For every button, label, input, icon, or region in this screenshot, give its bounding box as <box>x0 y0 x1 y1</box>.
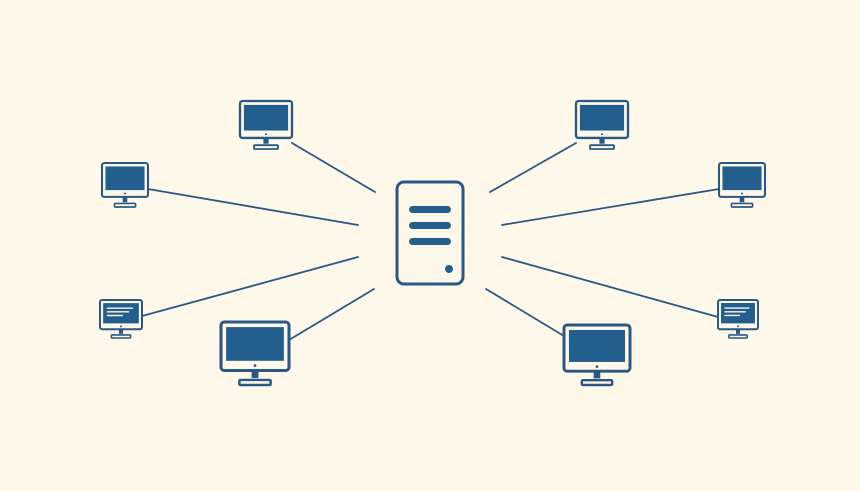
monitor-neck <box>122 196 128 203</box>
monitor-icon-top-right <box>574 99 630 150</box>
server-bay <box>409 222 451 229</box>
client-monitors <box>99 99 767 387</box>
connection-line-bottom-left <box>288 288 375 341</box>
monitor-neck <box>251 370 259 379</box>
monitor-base <box>580 379 614 387</box>
power-dot <box>600 133 604 136</box>
power-dot <box>124 192 126 195</box>
monitor-base <box>110 334 132 339</box>
connection-line-top-right <box>489 142 577 193</box>
server-body <box>395 180 465 286</box>
monitor-base <box>238 378 272 387</box>
monitor-icon-upper-left <box>100 161 150 208</box>
connection-line-upper-right <box>501 188 720 226</box>
power-dot <box>264 133 268 136</box>
monitor-icon-bottom-right <box>562 323 632 387</box>
monitor-icon-lower-left <box>99 299 143 339</box>
monitor-neck <box>263 137 269 144</box>
monitor-base <box>727 334 748 339</box>
power-dot <box>741 192 743 195</box>
monitor-screen <box>721 303 755 324</box>
connection-line-upper-left <box>147 188 359 226</box>
monitor-screen <box>579 104 625 131</box>
monitor-icon-lower-right <box>717 299 759 339</box>
monitor-neck <box>593 371 601 379</box>
monitor-base <box>113 202 137 208</box>
monitor-screen <box>105 166 145 191</box>
monitor-screen <box>568 329 626 362</box>
power-dot <box>120 325 122 328</box>
power-dot <box>737 325 739 328</box>
monitor-icon-top-left <box>238 99 294 150</box>
power-dot <box>595 365 599 368</box>
monitor-icon-bottom-left <box>219 320 291 387</box>
monitor-neck <box>599 137 605 144</box>
server-hub <box>395 180 465 286</box>
monitor-icon-upper-right <box>717 161 767 208</box>
server-bay <box>409 238 451 245</box>
monitor-neck <box>736 329 740 334</box>
power-dot <box>253 364 257 368</box>
monitor-neck <box>739 196 745 203</box>
monitor-screen <box>226 327 284 361</box>
connection-line-lower-right <box>501 256 719 318</box>
monitor-base <box>253 144 279 150</box>
monitor-base <box>730 202 754 208</box>
connection-line-bottom-right <box>485 288 565 337</box>
connection-lines <box>141 142 720 341</box>
server-icon <box>395 180 465 286</box>
monitor-screen <box>243 104 289 131</box>
monitor-screen <box>103 303 139 324</box>
server-bay <box>409 206 451 213</box>
monitor-base <box>589 144 615 150</box>
connection-line-top-left <box>291 142 376 193</box>
monitor-neck <box>118 329 124 334</box>
server-status-light <box>445 265 453 273</box>
monitor-screen <box>722 166 762 191</box>
connection-line-lower-left <box>141 256 359 317</box>
